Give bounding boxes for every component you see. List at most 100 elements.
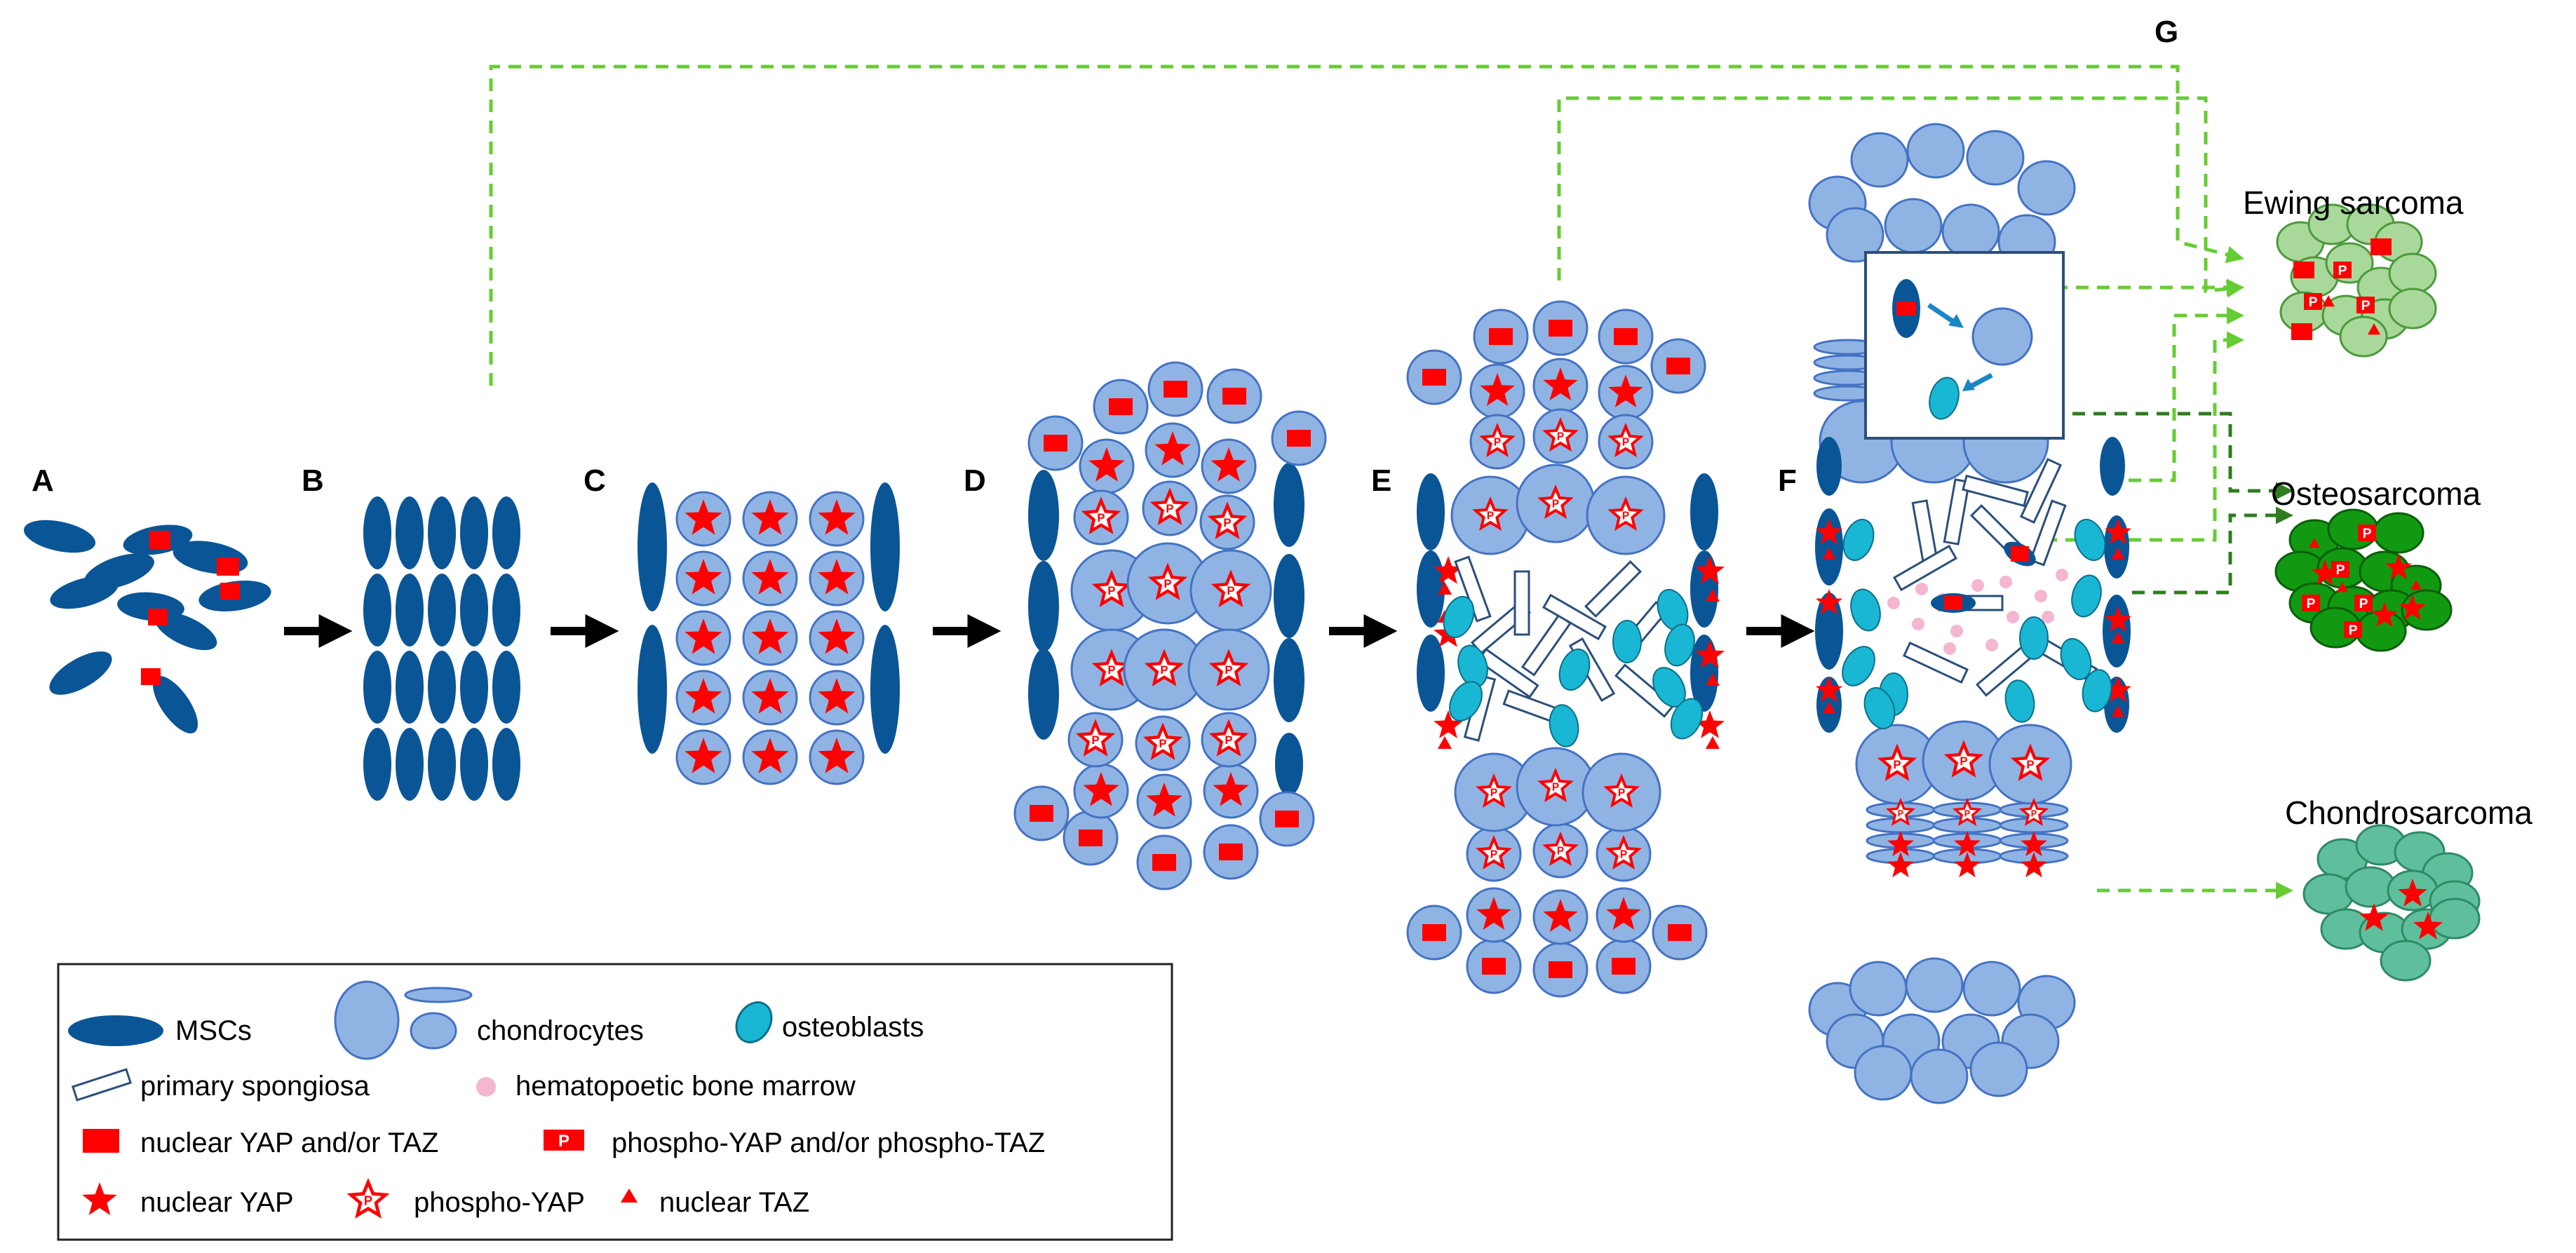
differentiation-arrowhead [1962, 379, 1975, 391]
phospho-yap-taz-mark [2302, 595, 2320, 611]
nuclear-yap-star [2385, 554, 2412, 580]
ewing-cell [2388, 252, 2437, 294]
msc-cell [460, 574, 488, 646]
msc-cell [428, 728, 456, 801]
phospho-mark: P [1552, 499, 1559, 510]
nuclear-yap-taz-mark [1549, 961, 1572, 978]
nuclear-yap-taz-mark [149, 531, 170, 549]
nuclear-yap-taz-mark [1944, 596, 1962, 610]
nuclear-yap-star [1213, 772, 1249, 806]
phospho-mark: P [1898, 809, 1903, 819]
nuclear-yap-taz-mark [1896, 302, 1916, 316]
msc-cell [154, 611, 217, 651]
phospho-yap-star [346, 1177, 390, 1219]
msc-cell [50, 576, 119, 609]
nuclear-yap-star [2021, 852, 2047, 878]
phospho-mark: P [1490, 787, 1497, 799]
bone-marrow-legend-icon [476, 1077, 496, 1097]
chondrosarcoma-cell [2302, 873, 2354, 915]
phospho-yap-star [1537, 767, 1574, 802]
osteoblast [1443, 595, 1475, 639]
legend: MSCs chondrocytes osteoblasts primary sp… [57, 963, 1173, 1241]
phospho-mark: P [1097, 511, 1105, 524]
nuclear-yap-star [1887, 831, 1914, 857]
phospho-yap-star [2010, 743, 2051, 781]
msc-cell [638, 482, 667, 611]
chondrocyte-flat-legend-icon [404, 987, 473, 1003]
primary-spongiosa [1584, 560, 1643, 618]
primary-spongiosa [1902, 641, 1969, 684]
nuclear-yap-taz-mark [2371, 238, 2392, 255]
nuclear-yap-star [1211, 447, 1247, 482]
bone-marrow-cell [1887, 597, 1900, 609]
msc-legend-icon [68, 1015, 163, 1046]
chondrocyte [1854, 1045, 1913, 1101]
osteosarcoma-label: Osteosarcoma [2271, 475, 2481, 512]
nuclear-taz-mark [2368, 323, 2380, 335]
nuclear-yap-star [2105, 677, 2131, 703]
phospho-mark: P [2361, 299, 2371, 313]
msc-cell [49, 651, 112, 695]
phospho-yap-star [1472, 496, 1509, 531]
msc-cell [2103, 595, 2131, 668]
msc-cell [870, 625, 900, 754]
nuclear-yap-taz-mark [148, 609, 168, 625]
nuclear-yap-star [2371, 602, 2398, 628]
nuclear-yap-star [1816, 589, 1842, 615]
nuclear-yap-star [1887, 852, 1914, 878]
phospho-yap-star [1542, 831, 1579, 866]
msc-cell [1274, 638, 1304, 722]
phospho-mark: P [2309, 295, 2318, 310]
phospho-yap-star [1142, 722, 1183, 760]
nuclear-yap-star [1954, 831, 1981, 857]
phospho-yap-taz-mark [2333, 262, 2352, 278]
nuclear-yap-taz-mark [220, 583, 240, 600]
nuclear-yap-taz-mark [1482, 958, 1506, 975]
nuclear-yap-taz-mark [1666, 358, 1690, 374]
nuclear-yap-star [2399, 595, 2426, 621]
msc-cell [1816, 437, 1842, 496]
msc-cell [1417, 635, 1445, 712]
stage-label-e: E [1371, 463, 1391, 498]
primary-spongiosa-legend-icon [71, 1068, 133, 1102]
phospho-mark: P [2363, 527, 2372, 541]
chondrocyte [1826, 207, 1884, 263]
nuclear-yap-taz-mark [1275, 811, 1299, 827]
nuclear-yap-taz-mark [1614, 328, 1638, 345]
phospho-yap-star [1091, 569, 1132, 607]
primary-spongiosa [2019, 457, 2063, 524]
phospho-mark: P [1166, 502, 1173, 515]
chondrocyte [1969, 1041, 2028, 1097]
msc-cell [492, 728, 520, 801]
phospho-yap-star [1603, 773, 1640, 808]
nuclear-taz-mark [1823, 548, 1835, 560]
phospho-mark: P [1557, 431, 1564, 443]
differentiation-arrow [1968, 372, 1993, 390]
msc-f-to-osteosarcoma-arrow [2132, 506, 2293, 595]
msc-cell [1028, 649, 1059, 740]
stage-label-g: G [2154, 15, 2178, 49]
phospho-yap-taz-mark [2354, 595, 2373, 611]
msc-cell [1275, 733, 1303, 796]
nuclear-taz-mark [1438, 736, 1452, 749]
nuclear-taz-mark [1706, 589, 1720, 602]
nuclear-taz-legend-icon [621, 1188, 638, 1203]
chondrocyte [1905, 957, 1964, 1013]
nuclear-yap-taz-mark [1030, 805, 1053, 822]
nuclear-yap-star [2105, 607, 2131, 632]
phospho-mark: P [1490, 849, 1497, 861]
phospho-yap-star [1208, 719, 1249, 757]
nuclear-yap-star [1543, 899, 1578, 932]
primary-spongiosa [1513, 570, 1530, 636]
phospho-yap-star [1147, 562, 1188, 600]
phospho-yap-star [1877, 743, 1917, 781]
msc-to-ewing-arrow [489, 65, 2244, 386]
phospho-mark: P [1618, 787, 1625, 799]
osteoblast [1850, 588, 1881, 632]
phospho-mark: P [1159, 737, 1166, 750]
chondrocyte-small-legend-icon [410, 1012, 457, 1050]
nuclear-yap-star [1146, 783, 1182, 817]
osteoblast [1670, 698, 1704, 740]
